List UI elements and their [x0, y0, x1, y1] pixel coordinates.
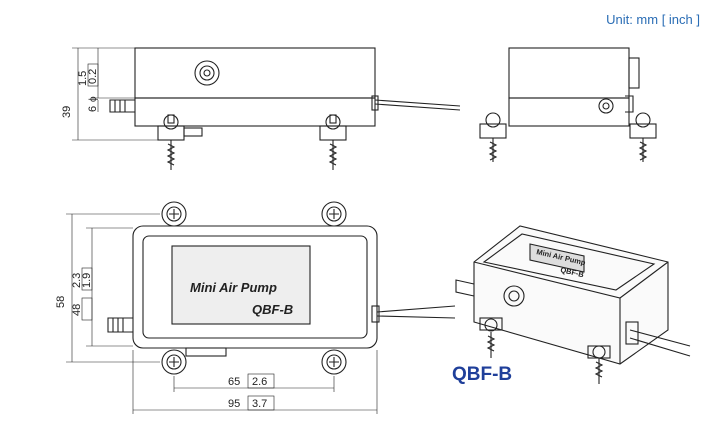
unit-label: Unit: mm [ inch ]: [606, 12, 700, 27]
isometric-view: [455, 225, 691, 384]
dim-width-in: 2.3: [71, 273, 83, 288]
side-view: [479, 47, 657, 162]
plate-line1: Mini Air Pump: [190, 280, 277, 295]
dim-nozzle-phi: ϕ: [88, 96, 99, 102]
dim-inner-in: 1.9: [81, 273, 93, 288]
front-view: [72, 47, 461, 170]
model-name: QBF-B: [452, 364, 513, 385]
dim-height-mm: 39: [61, 106, 73, 118]
dim-top-in: 0.2: [87, 69, 99, 84]
dim-hole-in: 2.6: [252, 376, 267, 388]
dim-inner-mm: 48: [71, 304, 83, 316]
dim-width-mm: 58: [55, 296, 67, 308]
dim-hole-mm: 65: [228, 376, 240, 388]
top-view: [66, 201, 456, 414]
dim-length-in: 3.7: [252, 398, 267, 410]
dim-top-mm: 1.5: [77, 71, 89, 86]
plate-line2: QBF-B: [252, 302, 293, 317]
dim-nozzle-mm: 6: [87, 106, 99, 112]
dim-length-mm: 95: [228, 398, 240, 410]
